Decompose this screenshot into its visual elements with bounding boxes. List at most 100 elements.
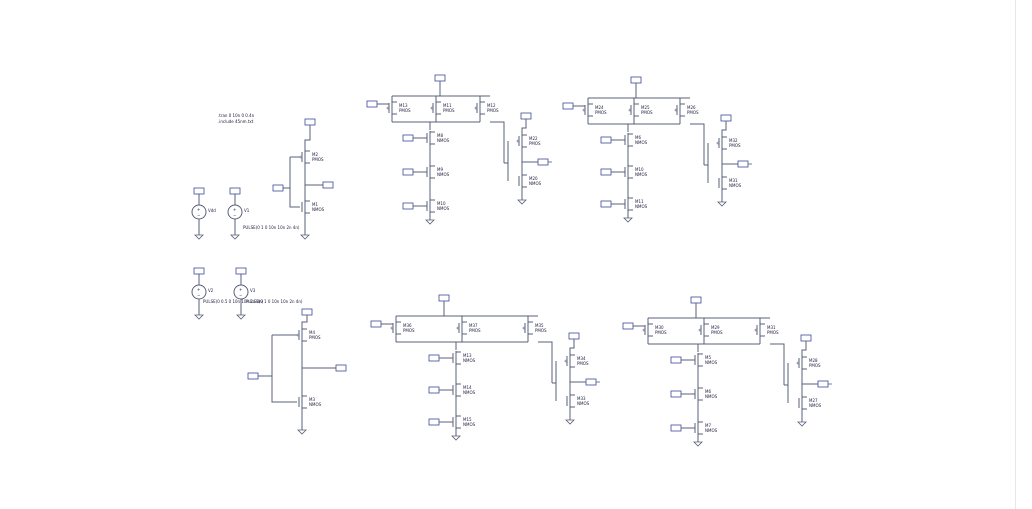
wire[interactable] [521,119,527,134]
wire[interactable] [301,315,308,328]
net-flag[interactable] [428,386,440,394]
net-flag[interactable] [562,102,574,110]
mosfet-model: NMOS [729,183,742,188]
net-flag[interactable] [600,200,612,208]
wire[interactable] [690,123,705,165]
net-flag[interactable] [537,158,549,166]
net-flag[interactable] [630,76,642,84]
source-v1-value[interactable]: PULSE(0 1 0 10n 10n 2n 4n) [243,225,300,230]
mosfet-model: NMOS [437,138,450,143]
mosfet-model: PMOS [641,110,653,115]
source-minus: − [197,293,200,298]
net-flag[interactable] [720,114,732,122]
mosfet-model: PMOS [595,110,607,115]
mosfet-name: M9 [437,167,443,172]
mosfet-name: M25 [641,105,650,110]
wire[interactable] [627,123,634,132]
net-flag[interactable] [670,356,682,364]
ground-symbol [236,314,246,320]
source-node-flag[interactable] [193,187,205,195]
net-flag[interactable] [428,418,440,426]
net-flag[interactable] [585,378,597,386]
mosfet-model: PMOS [687,110,699,115]
wire[interactable] [490,121,505,163]
wire[interactable] [569,339,575,354]
mosfet-name: M28 [809,358,818,363]
source-v3-value[interactable]: PULSE(0 1 0 10n 10n 2n 4n) [246,299,303,304]
net-flag[interactable] [272,184,284,192]
source-name: V1 [244,208,250,213]
wire[interactable] [538,341,553,383]
net-flag[interactable] [434,74,446,82]
net-flag[interactable] [402,134,414,142]
mosfet-bubble [716,141,720,145]
mosfet-model: NMOS [437,172,450,177]
mosfet-name: M12 [487,103,496,108]
mosfet-model: NMOS [437,206,450,211]
mosfet-bubble [796,361,800,365]
ground-symbol [425,219,435,225]
spice-directive-tran[interactable]: .tran 0 10n 0 0.4n [218,113,255,118]
mosfet-model: PMOS [443,108,455,113]
net-flag[interactable] [600,136,612,144]
source-name: Vdd [208,208,216,213]
net-flag[interactable] [600,168,612,176]
ground-symbol [230,234,240,240]
wire[interactable] [455,341,462,350]
mosfet-name: M13 [399,103,408,108]
mosfet-model: NMOS [463,390,476,395]
net-flag[interactable] [817,380,829,388]
mosfet-name: M2 [312,152,318,157]
net-flag[interactable] [800,334,812,342]
net-flag[interactable] [438,294,450,302]
net-flag[interactable] [520,112,532,120]
source-plus: + [239,287,242,292]
mosfet-model: PMOS [729,143,741,148]
source-minus: − [239,293,242,298]
wire[interactable] [304,125,311,150]
source-name: V3 [250,288,256,293]
net-flag[interactable] [737,160,749,168]
wire[interactable] [721,121,727,136]
source-node-flag[interactable] [229,187,241,195]
mosfet-name: M11 [443,103,452,108]
net-flag[interactable] [670,424,682,432]
source-node-flag[interactable] [235,267,247,275]
wire[interactable] [429,121,436,130]
mosfet-model: PMOS [529,141,541,146]
wire[interactable] [271,335,297,403]
wire[interactable] [801,341,807,356]
net-flag[interactable] [428,354,440,362]
mosfet-bubble [296,333,300,337]
net-flag[interactable] [370,320,382,328]
mosfet-model: NMOS [529,181,542,186]
wire[interactable] [770,343,785,385]
source-v2-value[interactable]: PULSE(0 0.5 0 10n 10n 2n 4n) [203,299,264,304]
mosfet-model: PMOS [577,361,589,366]
net-flag[interactable] [568,332,580,340]
wire[interactable] [289,157,300,208]
net-flag[interactable] [304,118,316,126]
source-node-flag[interactable] [193,267,205,275]
net-flag[interactable] [366,100,378,108]
spice-directive-include[interactable]: .include 45nm.txt [218,119,254,124]
mosfet-model: PMOS [655,330,667,335]
mosfet-model: NMOS [312,207,325,212]
net-flag[interactable] [402,202,414,210]
net-flag[interactable] [322,181,334,189]
mosfet-name: M36 [403,323,412,328]
net-flag[interactable] [622,322,634,330]
source-plus: + [197,207,200,212]
wire[interactable] [697,343,704,352]
mosfet-bubble [628,108,632,112]
mosfet-name: M34 [577,356,586,361]
net-flag[interactable] [670,390,682,398]
net-flag[interactable] [402,168,414,176]
mosfet-name: M20 [529,176,538,181]
net-flag[interactable] [247,372,259,380]
net-flag[interactable] [335,364,347,372]
mosfet-model: PMOS [535,328,547,333]
net-flag[interactable] [690,296,702,304]
net-flag[interactable] [301,308,313,316]
